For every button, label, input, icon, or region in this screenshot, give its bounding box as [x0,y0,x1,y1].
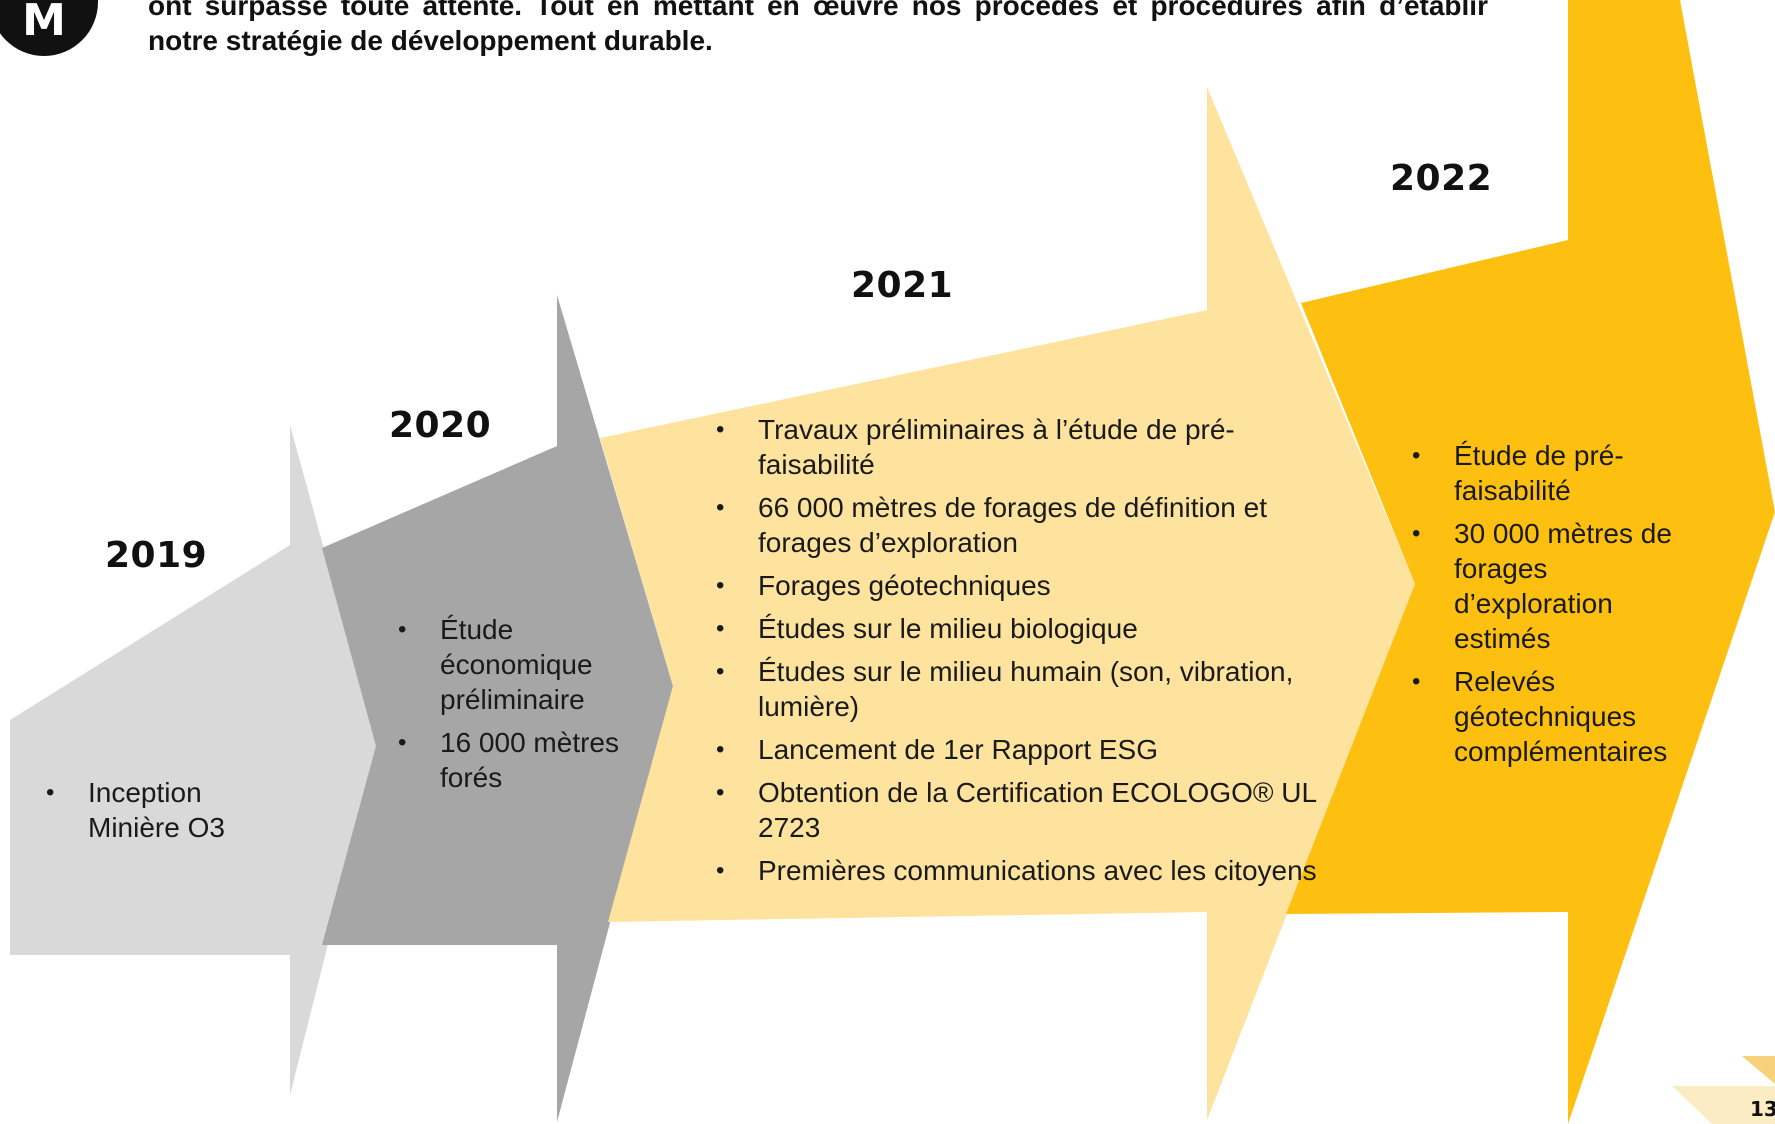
stage-2021-item: Études sur le milieu humain (son, vibrat… [712,654,1332,724]
stage-2019-list: Inception Minière O3 [42,775,272,853]
year-label-2022: 2022 [1390,158,1493,199]
stage-2020-item: 16 000 mètres forés [394,725,624,795]
stage-2022-item: 30 000 mètres de forages d’exploration e… [1408,516,1708,656]
corner-accent [1742,1056,1775,1084]
stage-2021-item: 66 000 mètres de forages de définition e… [712,490,1332,560]
stage-2021-item: Obtention de la Certification ECOLOGO® U… [712,775,1332,845]
stage-2022-list: Étude de pré-faisabilité 30 000 mètres d… [1408,438,1708,777]
stage-2021-item: Études sur le milieu biologique [712,611,1332,646]
logo-letter: M [22,0,66,46]
year-label-2021: 2021 [851,265,954,306]
stage-2019-item: Inception Minière O3 [42,775,272,845]
stage-2020-list: Étude économique préliminaire 16 000 mèt… [394,612,624,803]
year-label-2019: 2019 [105,535,208,576]
stage-2021-item: Forages géotechniques [712,568,1332,603]
year-label-2020: 2020 [389,405,492,446]
stage-2021-list: Travaux préliminaires à l’étude de pré-f… [712,412,1332,896]
stage-2022-item: Étude de pré-faisabilité [1408,438,1708,508]
corner-accent-light [1672,1086,1775,1124]
stage-2020-item: Étude économique préliminaire [394,612,624,717]
intro-paragraph: ont surpassé toute attente. Tout en mett… [148,0,1488,56]
stage-2021-item: Travaux préliminaires à l’étude de pré-f… [712,412,1332,482]
arrow-2019 [10,425,378,1095]
page-number: 13 [1750,1097,1775,1121]
stage-2021-item: Premières communications avec les citoye… [712,853,1332,888]
stage-2022-item: Relevés géotechniques complémentaires [1408,664,1708,769]
stage-2021-item: Lancement de 1er Rapport ESG [712,732,1332,767]
